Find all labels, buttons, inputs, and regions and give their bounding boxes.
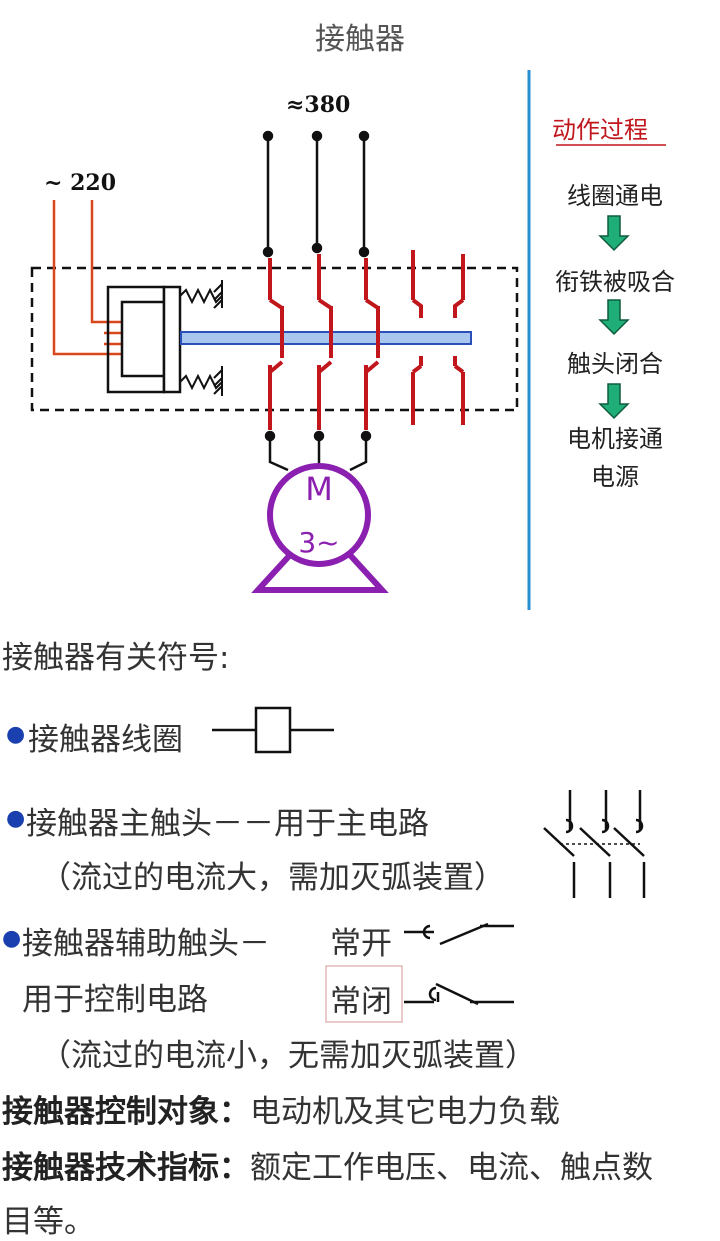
main-contact-symbol (543, 790, 646, 898)
voltage-ac-label: ~ 220 (44, 170, 117, 196)
bullet-icon: ● (6, 722, 26, 747)
motor-leads (264, 430, 372, 472)
coil-supply-wires (52, 200, 124, 356)
tech-spec-value: 额定工作电压、电流、触点数 (250, 1150, 653, 1186)
main-contact-note: （流过的电流大，需加灭弧装置） (40, 860, 505, 896)
main-contacts (268, 254, 380, 430)
aux-contact-label: 接触器辅助触头－ (22, 926, 270, 962)
voltage-3phase-label: ≈380 (286, 92, 351, 118)
process-step: 衔铁被吸合 (555, 268, 675, 296)
tech-spec-continued: 目等。 (2, 1204, 95, 1240)
aux-contact-note: （流过的电流小，无需加灭弧装置） (40, 1038, 536, 1074)
supply-lines (262, 130, 370, 258)
motor-symbol (251, 463, 389, 593)
contactor-diagram (30, 70, 666, 610)
page-title: 接触器 (315, 22, 405, 57)
control-object-label: 接触器控制对象： (2, 1094, 250, 1130)
bullet-icon: ● (6, 806, 26, 831)
arrow-down-icon (598, 383, 630, 420)
process-arrows (598, 215, 630, 420)
aux-no-label: 常开 (330, 926, 392, 962)
motor-letter: M (305, 470, 333, 508)
process-step: 线圈通电 (567, 182, 663, 210)
control-object-value: 电动机及其它电力负载 (250, 1094, 560, 1130)
main-contact-label: 接触器主触头－－用于主电路 (26, 806, 429, 842)
arrow-down-icon (598, 215, 630, 252)
electromagnet-coil (106, 285, 182, 394)
return-spring (179, 280, 223, 396)
tech-spec-line: 接触器技术指标：额定工作电压、电流、触点数 (2, 1142, 653, 1187)
process-step: 电机接通 电源 (567, 425, 663, 491)
contactor-enclosure (30, 266, 519, 412)
bullet-icon: ● (2, 926, 22, 951)
control-object-line: 接触器控制对象：电动机及其它电力负载 (2, 1086, 560, 1131)
auxiliary-contacts (411, 250, 465, 425)
process-heading: 动作过程 (552, 116, 648, 144)
arrow-down-icon (598, 299, 630, 336)
process-step: 触头闭合 (567, 350, 663, 378)
symbols-heading: 接触器有关符号: (2, 640, 230, 676)
aux-no-symbol (404, 922, 514, 946)
aux-nc-symbol (404, 982, 514, 1006)
coil-label: 接触器线圈 (28, 722, 183, 758)
coil-symbol (212, 706, 334, 754)
tech-spec-label: 接触器技术指标： (2, 1150, 250, 1186)
motor-phase: 3~ (298, 526, 340, 559)
aux-nc-label: 常闭 (330, 984, 392, 1020)
armature-bar (180, 331, 472, 345)
aux-contact-label-2: 用于控制电路 (22, 982, 208, 1018)
